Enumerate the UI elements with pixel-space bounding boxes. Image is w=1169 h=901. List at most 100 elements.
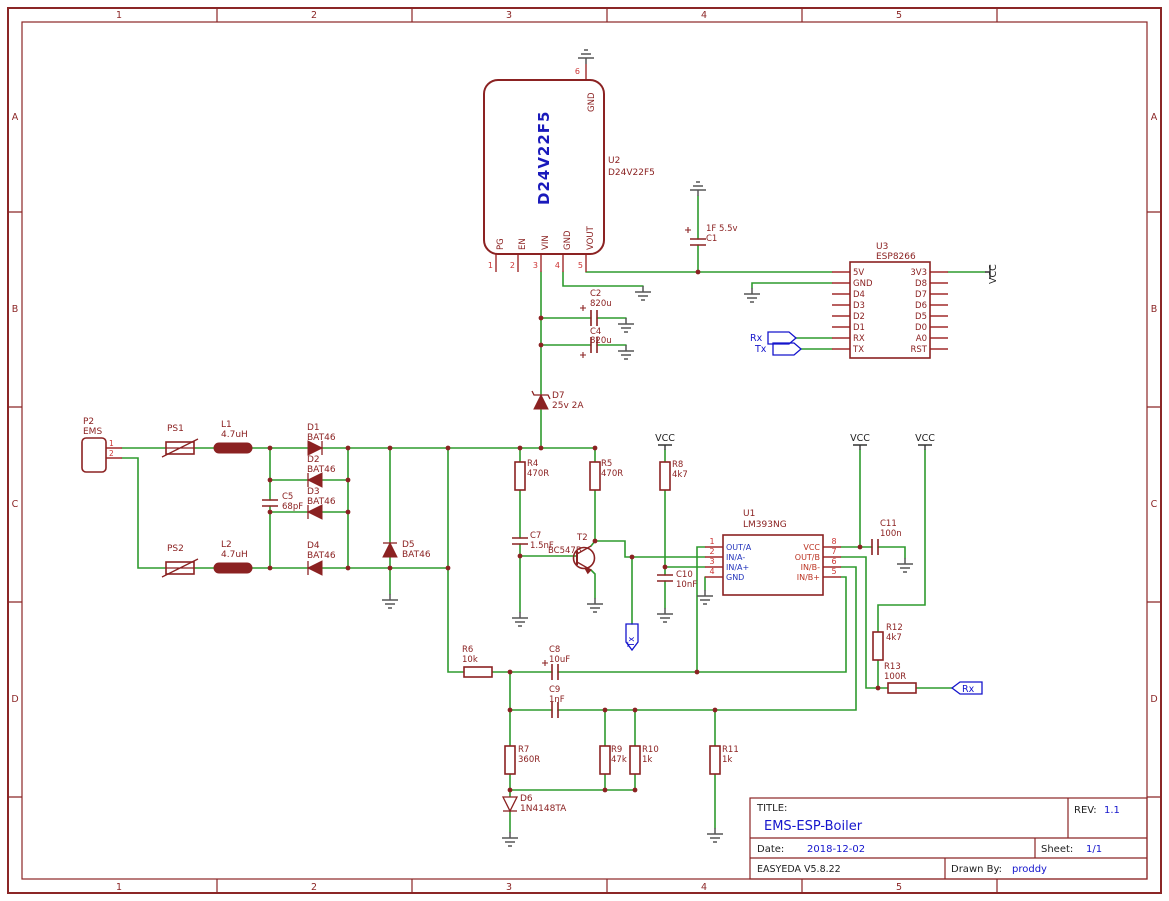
u1-pin-name: IN/B- xyxy=(801,563,821,572)
u1-pin-name: IN/B+ xyxy=(797,573,820,582)
d3-ref-label: D3 xyxy=(307,487,320,497)
component-c7[interactable]: C7 1.5nF xyxy=(511,531,554,551)
netflag-rx-u3[interactable]: Rx xyxy=(750,331,797,345)
component-c10[interactable]: C10 10nF xyxy=(656,570,697,590)
r12-ref-label: R12 xyxy=(886,623,903,633)
r8-ref-label: R8 xyxy=(672,460,683,470)
u1-pin-number: 7 xyxy=(831,547,836,556)
component-c9[interactable]: C9 1nF xyxy=(549,685,565,719)
component-r5[interactable]: R5 470R xyxy=(589,459,623,491)
netflag-tx-u3[interactable]: Tx xyxy=(754,342,802,356)
component-u1-lm393[interactable]: U1 LM393NG 1 2 3 4 8 7 6 5 OUT/A IN/A- I… xyxy=(705,509,841,596)
schematic-title[interactable]: EMS-ESP-Boiler xyxy=(764,819,863,834)
d1-ref-label: D1 xyxy=(307,423,320,433)
u3-ref-label: U3 xyxy=(876,242,888,252)
frame-col-label: 4 xyxy=(701,10,707,21)
drawn-by-label: Drawn By: xyxy=(951,864,1002,875)
component-c8[interactable]: C8 10uF xyxy=(542,645,570,681)
u3-pin-name: D1 xyxy=(853,323,865,333)
frame-col-label: 1 xyxy=(116,10,122,21)
date-value[interactable]: 2018-12-02 xyxy=(807,844,865,855)
wires-power-top[interactable] xyxy=(540,195,986,449)
d4-value-label: BAT46 xyxy=(307,551,336,561)
u1-pin-number: 6 xyxy=(831,557,836,566)
frame-row-label: C xyxy=(12,499,19,510)
wires-right[interactable] xyxy=(840,449,953,689)
rx-net-label: Rx xyxy=(962,684,975,695)
c1-ref-label: C1 xyxy=(706,234,717,244)
u3-pin-name: D7 xyxy=(915,290,927,300)
component-c1[interactable]: 1F 5.5v C1 xyxy=(685,224,738,246)
u1-pin-number: 8 xyxy=(831,537,836,546)
c10-value-label: 10nF xyxy=(676,580,697,590)
netflag-tx-mid[interactable]: Tx xyxy=(625,623,639,652)
gnd-icon xyxy=(586,597,604,613)
gnd-icon xyxy=(634,285,652,301)
vcc-icon xyxy=(917,444,933,451)
drawn-by-value[interactable]: proddy xyxy=(1012,864,1047,875)
frame-row-label: A xyxy=(1151,112,1158,123)
u2-pin-name: VIN xyxy=(541,235,551,250)
wires-input[interactable] xyxy=(121,447,596,595)
u2-value-label: D24V22F5 xyxy=(608,168,655,178)
component-c4[interactable]: C4 820u xyxy=(580,327,612,358)
component-r6[interactable]: R6 10k xyxy=(462,645,493,678)
gnd-icon xyxy=(617,344,635,360)
d6-value-label: 1N4148TA xyxy=(520,804,567,814)
component-p2-ems[interactable]: P2 EMS 1 2 xyxy=(81,417,122,473)
component-d6[interactable]: D6 1N4148TA xyxy=(502,794,567,814)
frame-col-label: 5 xyxy=(896,882,902,893)
netflag-rx-right[interactable]: Rx xyxy=(950,681,983,695)
rev-value[interactable]: 1.1 xyxy=(1104,805,1120,816)
gnd-icon xyxy=(896,557,914,573)
component-d1[interactable]: D1 BAT46 xyxy=(307,423,336,456)
component-d4[interactable]: D4 BAT46 xyxy=(307,541,336,576)
component-r11[interactable]: R11 1k xyxy=(709,745,739,775)
component-d5[interactable]: D5 BAT46 xyxy=(382,540,431,560)
component-ps2[interactable]: PS2 xyxy=(161,544,199,578)
component-d7[interactable]: D7 25v 2A xyxy=(531,390,584,411)
component-r4[interactable]: R4 470R xyxy=(514,459,549,491)
l2-ref-label: L2 xyxy=(221,540,232,550)
u2-pin-name: GND xyxy=(587,92,597,112)
component-t2-transistor[interactable]: T2 BC547B xyxy=(548,533,596,575)
component-r10[interactable]: R10 1k xyxy=(629,745,659,775)
u3-value-label: ESP8266 xyxy=(876,252,916,262)
vcc-label: VCC xyxy=(915,433,935,444)
r10-ref-label: R10 xyxy=(642,745,659,755)
u1-pin-name: GND xyxy=(726,573,744,582)
component-r9[interactable]: R9 47k xyxy=(599,745,627,775)
r7-value-label: 360R xyxy=(518,755,540,765)
component-l1[interactable]: L1 4.7uH xyxy=(213,420,253,454)
component-r12[interactable]: R12 4k7 xyxy=(872,623,903,661)
component-d3[interactable]: D3 BAT46 xyxy=(307,487,336,520)
component-c11[interactable]: C11 100n xyxy=(871,519,902,556)
c10-ref-label: C10 xyxy=(676,570,693,580)
frame-col-label: 4 xyxy=(701,882,707,893)
d6-ref-label: D6 xyxy=(520,794,533,804)
component-u2-regulator[interactable]: D24V22F5 U2 D24V22F5 1 2 3 4 5 6 PG EN V… xyxy=(483,64,655,272)
vcc-icon xyxy=(657,444,673,451)
component-ps1[interactable]: PS1 xyxy=(161,424,199,458)
d2-ref-label: D2 xyxy=(307,455,320,465)
frame-row-label: B xyxy=(12,304,19,315)
component-l2[interactable]: L2 4.7uH xyxy=(213,540,253,574)
frame-col-label: 1 xyxy=(116,882,122,893)
c4-ref-label: C4 xyxy=(590,327,601,337)
gnd-icon xyxy=(577,49,595,65)
component-r13[interactable]: R13 100R xyxy=(884,662,917,694)
gnd-icon xyxy=(381,593,399,609)
component-d2[interactable]: D2 BAT46 xyxy=(307,455,336,488)
component-r8[interactable]: R8 4k7 xyxy=(659,460,688,491)
r6-value-label: 10k xyxy=(462,655,478,665)
u1-pin-name: IN/A- xyxy=(726,553,745,562)
vcc-label: VCC xyxy=(655,433,675,444)
component-u3-esp8266[interactable]: U3 ESP8266 5V GND D4 D3 D2 D1 RX TX 3V3 … xyxy=(832,242,948,359)
component-c2[interactable]: C2 820u xyxy=(580,289,612,327)
component-r7[interactable]: R7 360R xyxy=(504,745,540,775)
component-c5[interactable]: C5 68pF xyxy=(261,492,303,512)
sheet-value[interactable]: 1/1 xyxy=(1086,844,1102,855)
tx-net-label: Tx xyxy=(754,344,767,355)
